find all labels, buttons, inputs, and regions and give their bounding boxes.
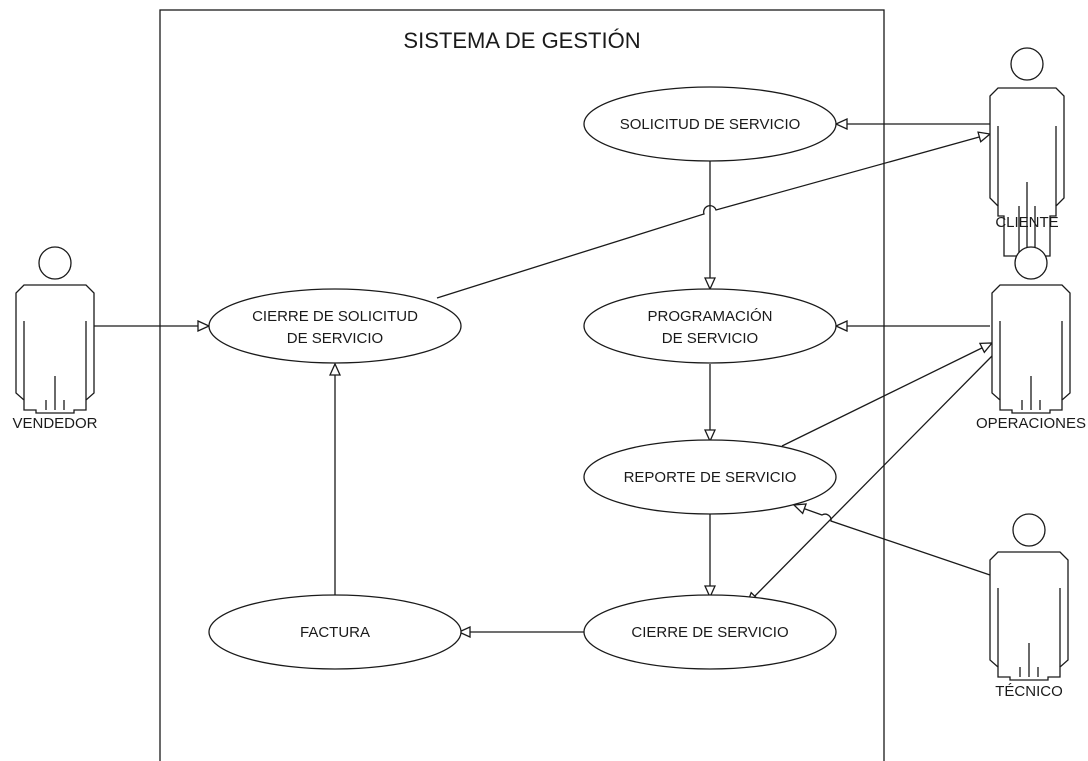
- use-case-label: CIERRE DE SOLICITUD: [252, 308, 418, 325]
- actor-body: [991, 284, 1071, 414]
- actor-head: [1010, 47, 1044, 81]
- connectors: [94, 117, 994, 639]
- actor-body: [989, 87, 1065, 257]
- actor-body: [15, 284, 95, 414]
- use-case-reporte-servicio: REPORTE DE SERVICIO: [583, 439, 837, 515]
- use-case-label: SOLICITUD DE SERVICIO: [620, 116, 801, 133]
- actor-label: VENDEDOR: [12, 415, 97, 432]
- use-case-cierre-servicio: CIERRE DE SERVICIO: [583, 594, 837, 670]
- use-case-cierre-solicitud-servicio: CIERRE DE SOLICITUD DE SERVICIO: [208, 288, 462, 364]
- actor-label: TÉCNICO: [995, 683, 1063, 700]
- actor-head: [1014, 246, 1048, 280]
- use-case-label: DE SERVICIO: [662, 330, 758, 347]
- edge-tecnico-reporte: [792, 503, 991, 576]
- use-case-label: DE SERVICIO: [287, 330, 383, 347]
- edge-operaciones-cierre-servicio: [745, 355, 993, 606]
- use-case-factura: FACTURA: [208, 594, 462, 670]
- use-case-solicitud-servicio: SOLICITUD DE SERVICIO: [583, 86, 837, 162]
- use-case-programacion-servicio: PROGRAMACIÓN DE SERVICIO: [583, 288, 837, 364]
- use-case-label: FACTURA: [300, 624, 370, 641]
- actor-head: [38, 246, 72, 280]
- use-case-label: CIERRE DE SERVICIO: [631, 624, 788, 641]
- actor-label: CLIENTE: [995, 214, 1058, 231]
- actor-operaciones-body: OPERACIONES: [976, 284, 1086, 432]
- actor-cliente: CLIENTE: [989, 47, 1065, 257]
- actor-body: [989, 551, 1069, 681]
- edge-cierre-solicitud-cliente: [436, 131, 992, 299]
- use-case-label: PROGRAMACIÓN: [647, 308, 772, 325]
- actor-vendedor: VENDEDOR: [12, 246, 98, 432]
- edge-reporte-operaciones: [781, 342, 994, 447]
- actor-tecnico: TÉCNICO: [989, 513, 1069, 700]
- actor-label: OPERACIONES: [976, 415, 1086, 432]
- use-case-label: REPORTE DE SERVICIO: [624, 469, 797, 486]
- actor-operaciones: [1014, 246, 1048, 280]
- actor-head: [1012, 513, 1046, 547]
- system-title: SISTEMA DE GESTIÓN: [403, 28, 640, 53]
